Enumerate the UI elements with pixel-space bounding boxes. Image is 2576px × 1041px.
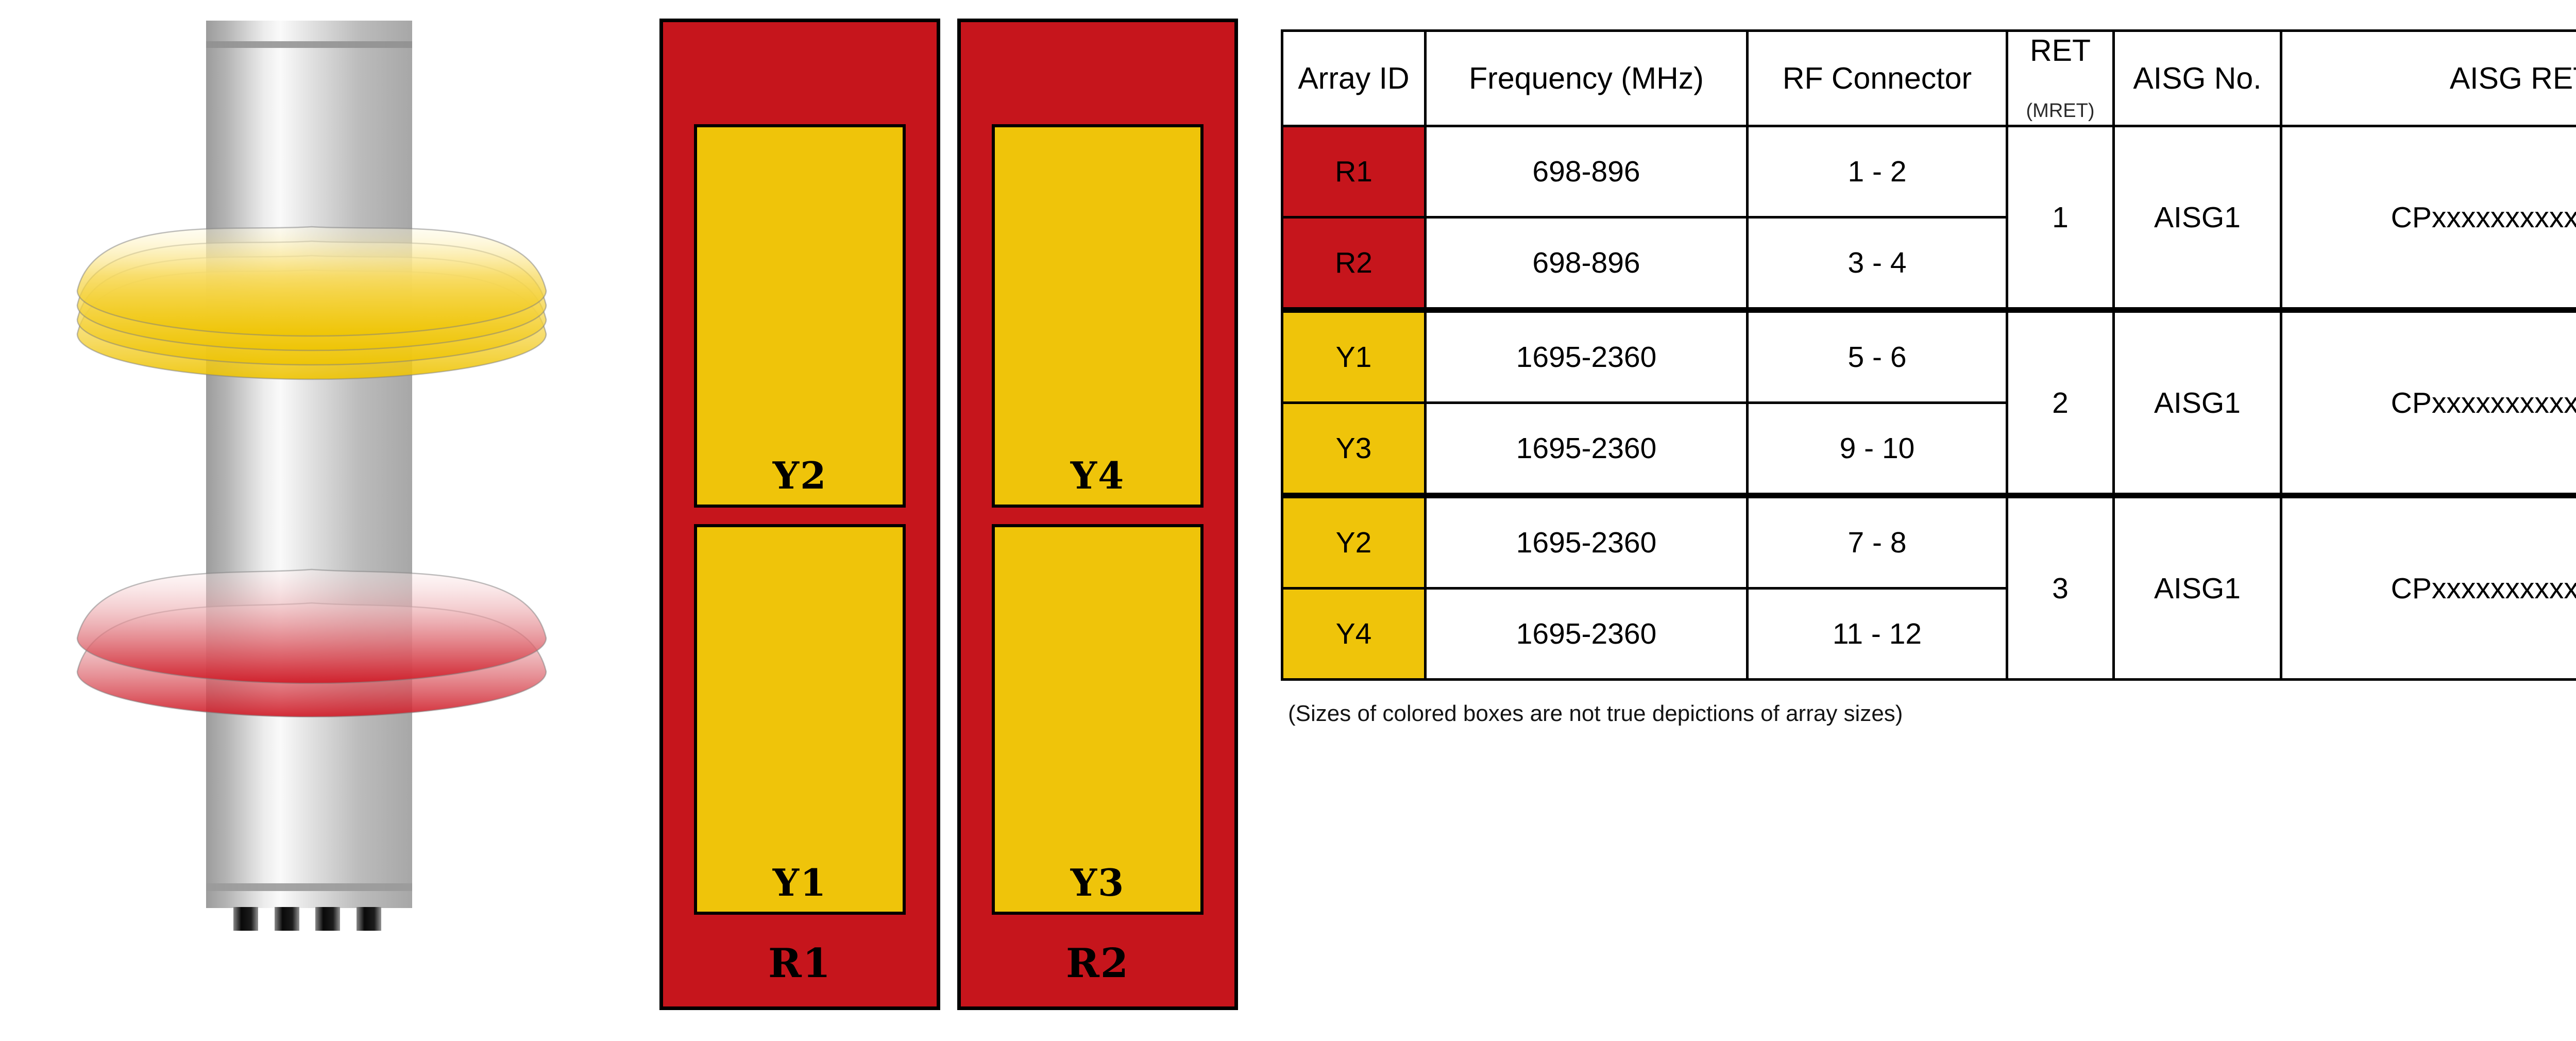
array-box-label: Y4	[1070, 454, 1125, 497]
array-spec-table: Array ID Frequency (MHz) RF Connector RE…	[1281, 29, 2576, 681]
col-header-array-id: Array ID	[1281, 29, 1427, 127]
array-id-cell: Y1	[1281, 307, 1427, 404]
connector-studs	[233, 907, 381, 931]
cylinder-bottom-band	[206, 883, 412, 891]
array-id-cell: Y4	[1281, 587, 1427, 681]
rf-connector-cell: 3 - 4	[1746, 216, 2008, 311]
array-box-label: Y2	[772, 454, 827, 497]
array-panel-r2: Y4 Y3 R2	[957, 19, 1238, 1010]
rf-connector-cell: 9 - 10	[1746, 401, 2008, 497]
frequency-cell: 1695-2360	[1424, 587, 1749, 681]
col-header-rf-connector: RF Connector	[1746, 29, 2008, 127]
array-id-cell: Y2	[1281, 493, 1427, 590]
table-row: Y2 1695-2360 7 - 8 3 AISG1 CPxxxxxxxxxxx…	[1281, 493, 2576, 681]
rf-connector-cell: 7 - 8	[1746, 493, 2008, 590]
table-header-row: Array ID Frequency (MHz) RF Connector RE…	[1281, 29, 2576, 127]
array-box-y1: Y1	[694, 524, 906, 915]
table-row: Y1 1695-2360 5 - 6 2 AISG1 CPxxxxxxxxxxx…	[1281, 307, 2576, 497]
antenna-illustration	[76, 21, 547, 931]
array-box-y2: Y2	[694, 124, 906, 508]
table-row: Y3 1695-2360 9 - 10	[1281, 401, 2576, 497]
yellow-beam-discs	[76, 226, 547, 380]
aisg-ret-uid-cell: CPxxxxxxxxxxxxxxMM.1	[2280, 125, 2576, 311]
ret-cell: 1	[2006, 125, 2115, 311]
ret-cell: 3	[2006, 493, 2115, 681]
antenna-cylinder	[206, 21, 412, 908]
table-row: R1 698-896 1 - 2 1 AISG1 CPxxxxxxxxxxxxx…	[1281, 125, 2576, 311]
table-row: Y4 1695-2360 11 - 12	[1281, 587, 2576, 681]
array-box-y4: Y4	[992, 124, 1204, 508]
frequency-cell: 698-896	[1424, 216, 1749, 311]
array-id-cell: R2	[1281, 216, 1427, 311]
array-box-y3: Y3	[992, 524, 1204, 915]
aisg-ret-uid-cell: CPxxxxxxxxxxxxxxMM.2	[2280, 307, 2576, 497]
frequency-cell: 1695-2360	[1424, 493, 1749, 590]
spec-table-container: Array ID Frequency (MHz) RF Connector RE…	[1281, 29, 2576, 681]
aisg-ret-uid-cell: CPxxxxxxxxxxxxxxMM.3	[2280, 493, 2576, 681]
array-box-label: Y3	[1070, 861, 1125, 904]
array-id-cell: Y3	[1281, 401, 1427, 497]
frequency-cell: 698-896	[1424, 125, 1749, 219]
array-box-label: Y1	[772, 861, 827, 904]
col-header-frequency: Frequency (MHz)	[1424, 29, 1749, 127]
ret-header-main: RET	[2030, 33, 2091, 68]
ret-cell: 2	[2006, 307, 2115, 497]
red-beam-discs	[76, 568, 547, 718]
aisg-no-cell: AISG1	[2112, 307, 2282, 497]
rf-connector-cell: 11 - 12	[1746, 587, 2008, 681]
col-header-aisg-ret-uid: AISG RET UID	[2280, 29, 2576, 127]
aisg-no-cell: AISG1	[2112, 493, 2282, 681]
col-header-aisg-no: AISG No.	[2112, 29, 2282, 127]
rf-connector-cell: 1 - 2	[1746, 125, 2008, 219]
aisg-no-cell: AISG1	[2112, 125, 2282, 311]
panel-label: R2	[1065, 940, 1130, 987]
table-row: R2 698-896 3 - 4	[1281, 216, 2576, 311]
frequency-cell: 1695-2360	[1424, 307, 1749, 404]
array-id-cell: R1	[1281, 125, 1427, 219]
array-panel-r1: Y2 Y1 R1	[659, 19, 940, 1010]
size-disclaimer-note: (Sizes of colored boxes are not true dep…	[1288, 701, 1903, 726]
col-header-ret: RET (MRET)	[2006, 29, 2115, 127]
rf-connector-cell: 5 - 6	[1746, 307, 2008, 404]
ret-header-sub: (MRET)	[2026, 100, 2095, 122]
frequency-cell: 1695-2360	[1424, 401, 1749, 497]
panel-label: R1	[768, 940, 832, 987]
cylinder-top-band	[206, 41, 412, 48]
